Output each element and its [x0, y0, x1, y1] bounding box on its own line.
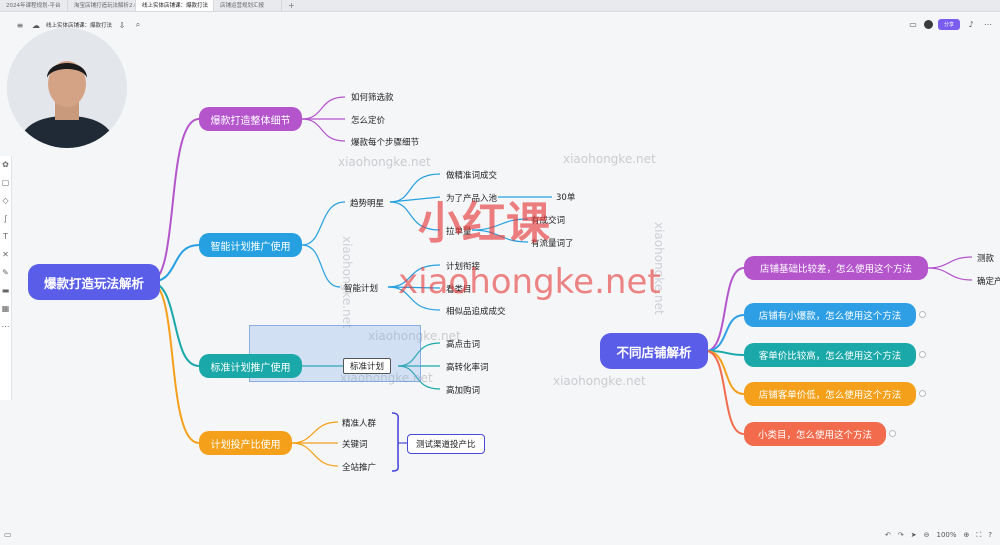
menu-icon[interactable]: ≡ — [16, 20, 24, 30]
browser-tab[interactable]: 2024年课程规划-平台 — [0, 0, 68, 11]
export-icon[interactable]: ⇩ — [118, 20, 126, 30]
leaf-node[interactable]: 相似品追成成交 — [446, 307, 506, 317]
help-icon[interactable]: ? — [988, 531, 992, 539]
leaf-node[interactable]: 高转化率词 — [446, 363, 489, 373]
share-button[interactable]: 分享 — [937, 19, 960, 30]
undo-icon[interactable]: ↶ — [884, 531, 891, 539]
branch-node[interactable]: 标准计划推广使用 — [199, 354, 302, 378]
tool-palette: ✿ ▢ ◇ ∫ T ✕ ✎ ▬ ▦ ⋯ — [0, 156, 12, 400]
zoom-in-icon[interactable]: ⊕ — [963, 531, 970, 539]
leaf-node[interactable]: 高加购词 — [446, 386, 481, 396]
redo-icon[interactable]: ↷ — [897, 531, 904, 539]
browser-tab[interactable]: 淘宝店铺打造玩法解析2.0 — [68, 0, 136, 11]
sticky-note-icon[interactable]: ▬ — [1, 286, 10, 295]
more-icon[interactable]: ⋯ — [984, 20, 992, 29]
document-title[interactable]: 线上实体店铺课：爆款打法 — [46, 23, 113, 29]
leaf-node[interactable]: 有成交词 — [531, 216, 566, 226]
leaf-node[interactable]: 30单 — [556, 193, 576, 203]
shape-tool-icon[interactable]: ◇ — [2, 196, 9, 205]
summary-node[interactable]: 测试渠道投产比 — [407, 434, 485, 454]
zoom-out-icon[interactable]: ⊖ — [923, 531, 930, 539]
zoom-level[interactable]: 100% — [936, 531, 957, 539]
watermark-large-text: xiaohongke.net — [398, 262, 661, 302]
leaf-node[interactable]: 如何筛选款 — [351, 93, 394, 103]
watermark-text: xiaohongke.net — [338, 155, 431, 169]
branch-node[interactable]: 智能计划推广使用 — [199, 233, 302, 257]
bell-icon[interactable]: ♪ — [968, 20, 974, 29]
bottom-toolbar: ↶ ↷ ➤ ⊖ 100% ⊕ ⛶ ? — [885, 528, 992, 542]
webcam-overlay — [7, 28, 127, 148]
branch-node[interactable]: 店铺客单价低，怎么使用这个方法 — [744, 382, 916, 406]
minimap-icon[interactable]: ▭ — [4, 530, 12, 539]
table-tool-icon[interactable]: ▦ — [1, 304, 10, 313]
branch-node[interactable]: 爆款打造整体细节 — [199, 107, 302, 131]
search-icon[interactable]: ⌕ — [135, 20, 141, 29]
connector-tool-icon[interactable]: ∫ — [3, 214, 8, 223]
branch-node[interactable]: 小类目，怎么使用这个方法 — [744, 422, 886, 446]
new-tab-icon[interactable]: + — [288, 1, 295, 10]
browser-tab-strip: 2024年课程规划-平台 淘宝店铺打造玩法解析2.0 线上实体店铺课：爆款打法 … — [0, 0, 1000, 12]
app-toolbar-right: ▭ 分享 ♪ ⋯ — [907, 17, 994, 32]
branch-node[interactable]: 店铺有小爆款，怎么使用这个方法 — [744, 303, 916, 327]
branch-node[interactable]: 客单价比较高，怎么使用这个方法 — [744, 343, 916, 367]
leaf-node[interactable]: 看类目 — [446, 285, 472, 295]
logo-icon[interactable]: ✿ — [2, 160, 9, 169]
avatar[interactable] — [923, 20, 933, 29]
leaf-node[interactable]: 怎么定价 — [351, 116, 386, 126]
watermark-text: xiaohongke.net — [553, 374, 646, 388]
fit-screen-icon[interactable]: ⛶ — [976, 530, 982, 539]
browser-tab-active[interactable]: 线上实体店铺课：爆款打法 — [136, 0, 214, 11]
expand-toggle-icon[interactable] — [919, 311, 926, 318]
pointer-icon[interactable]: ➤ — [910, 531, 917, 539]
branch-node[interactable]: 计划投产比使用 — [199, 431, 292, 455]
leaf-node[interactable]: 高点击词 — [446, 340, 481, 350]
leaf-node[interactable]: 测款 — [977, 254, 995, 264]
frame-tool-icon[interactable]: ▢ — [1, 178, 10, 187]
expand-toggle-icon[interactable] — [889, 430, 896, 437]
leaf-node[interactable]: 做精准词成交 — [446, 171, 498, 181]
leaf-node[interactable]: 关键词 — [342, 440, 368, 450]
more-tools-icon[interactable]: ⋯ — [1, 322, 10, 331]
boxed-node[interactable]: 标准计划 — [343, 358, 392, 374]
leaf-node[interactable]: 为了产品入池 — [446, 194, 498, 204]
leaf-node[interactable]: 爆款每个步骤细节 — [351, 138, 420, 148]
leaf-node[interactable]: 有流量词了 — [531, 239, 574, 249]
text-tool-icon[interactable]: T — [3, 232, 8, 241]
branch-node[interactable]: 店铺基础比较差，怎么使用这个方法 — [744, 256, 928, 280]
leaf-node[interactable]: 计划衔接 — [446, 262, 481, 272]
watermark-text: xiaohongke.net — [563, 152, 656, 166]
expand-toggle-icon[interactable] — [919, 351, 926, 358]
pen-tool-icon[interactable]: ✎ — [2, 268, 9, 277]
subtopic-node[interactable]: 趋势明星 — [350, 199, 385, 209]
mindmap-root-left[interactable]: 爆款打造玩法解析 — [28, 264, 160, 300]
leaf-node[interactable]: 拉单量 — [446, 227, 472, 237]
leaf-node[interactable]: 全站推广 — [342, 463, 377, 473]
watermark-text: xiaohongke.net — [368, 329, 461, 343]
mindmap-root-right[interactable]: 不同店铺解析 — [600, 333, 708, 369]
subtopic-node[interactable]: 智能计划 — [344, 284, 379, 294]
leaf-node[interactable]: 确定产 — [977, 277, 1000, 287]
leaf-node[interactable]: 精准人群 — [342, 419, 377, 429]
expand-toggle-icon[interactable] — [919, 390, 926, 397]
mindmap-tool-icon[interactable]: ✕ — [2, 250, 9, 259]
browser-tab[interactable]: 店铺运营规划汇报 — [214, 0, 282, 11]
present-icon[interactable]: ▭ — [909, 20, 917, 29]
presenter-video-icon — [7, 28, 127, 148]
cloud-icon: ☁ — [32, 20, 40, 30]
app-toolbar-left: ≡ ☁ 线上实体店铺课：爆款打法 ⇩ ⌕ — [14, 18, 144, 32]
watermark-logo-text: 小红课 — [418, 198, 550, 249]
